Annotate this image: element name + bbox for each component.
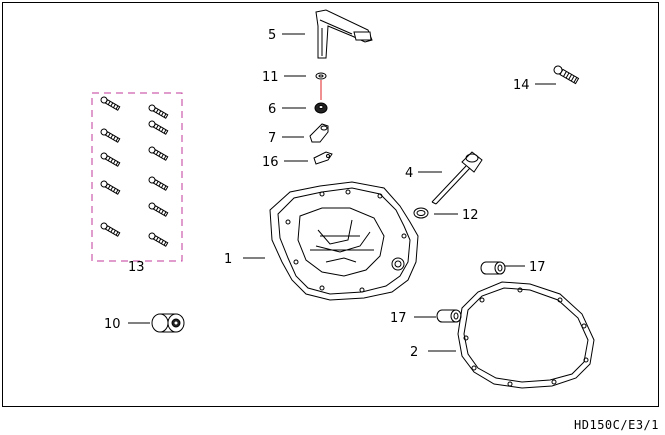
callout-17-lower: 17 bbox=[390, 311, 407, 326]
part-kick-lever[interactable] bbox=[315, 9, 373, 59]
diagram-frame bbox=[2, 2, 659, 407]
callout-5: 5 bbox=[268, 28, 276, 43]
part-pin[interactable] bbox=[313, 151, 333, 165]
callout-10: 10 bbox=[104, 317, 121, 332]
callout-14: 14 bbox=[513, 78, 530, 93]
part-bolt-set[interactable] bbox=[100, 96, 169, 247]
callout-1: 1 bbox=[224, 252, 232, 267]
part-washer[interactable] bbox=[315, 72, 327, 80]
part-bolt-14[interactable] bbox=[553, 65, 580, 85]
part-dowel-pin-upper[interactable] bbox=[480, 261, 506, 275]
bolt-group-box bbox=[91, 92, 183, 262]
part-o-ring[interactable] bbox=[413, 207, 429, 219]
part-gasket[interactable] bbox=[457, 281, 595, 389]
part-bracket[interactable] bbox=[309, 123, 329, 143]
callout-2: 2 bbox=[410, 345, 418, 360]
part-bearing[interactable] bbox=[151, 313, 185, 333]
callout-12: 12 bbox=[462, 208, 479, 223]
part-dowel-pin-lower[interactable] bbox=[436, 309, 462, 323]
callout-7: 7 bbox=[268, 131, 276, 146]
part-oil-seal[interactable] bbox=[314, 102, 328, 114]
callout-13: 13 bbox=[128, 260, 145, 275]
part-crankcase-cover[interactable] bbox=[269, 181, 419, 301]
diagram-id-label: HD150C/E3/1 bbox=[574, 418, 659, 432]
callout-4: 4 bbox=[405, 166, 413, 181]
callout-17-upper: 17 bbox=[529, 260, 546, 275]
callout-16: 16 bbox=[262, 155, 279, 170]
callout-6: 6 bbox=[268, 102, 276, 117]
part-oil-dipstick[interactable] bbox=[431, 151, 483, 205]
callout-11: 11 bbox=[262, 70, 279, 85]
